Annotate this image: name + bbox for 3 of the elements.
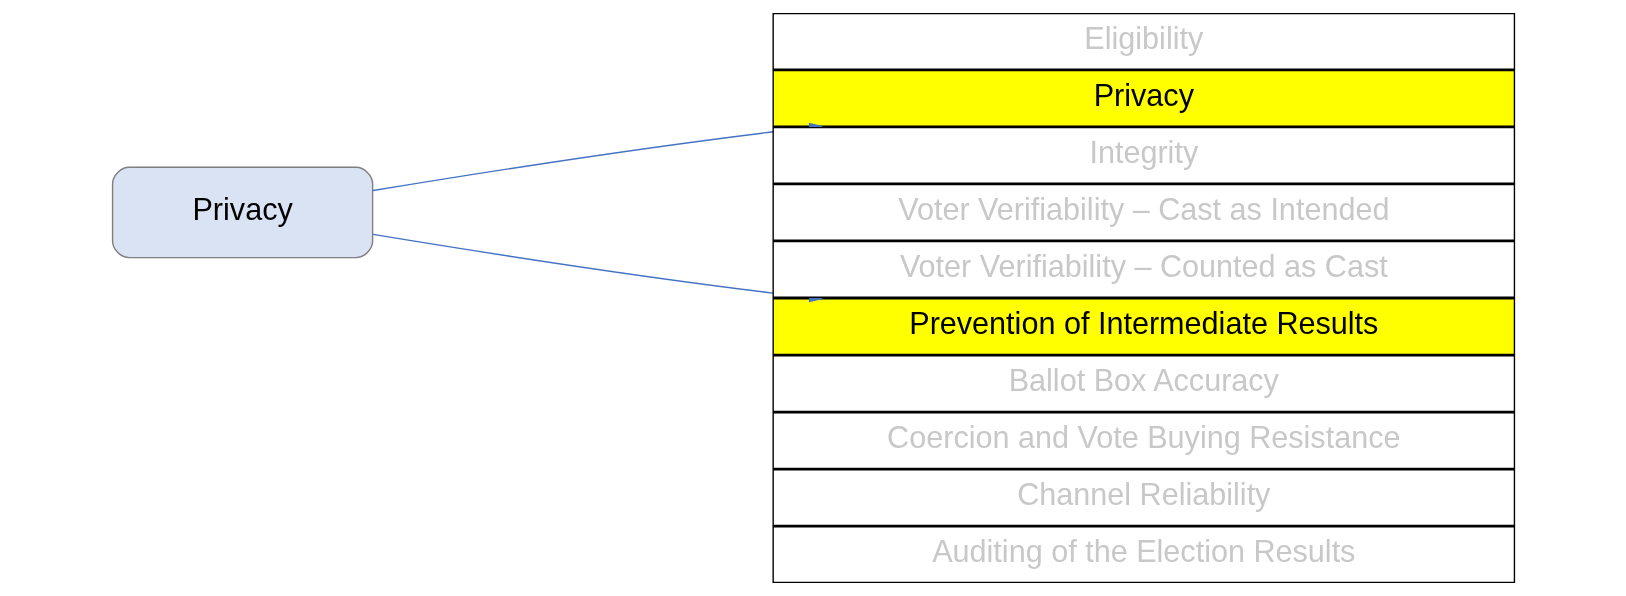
node-box: Privacy (111, 166, 373, 259)
node-box: Privacy (771, 69, 1515, 127)
node-box: Prevention of Intermediate Results (771, 298, 1515, 356)
